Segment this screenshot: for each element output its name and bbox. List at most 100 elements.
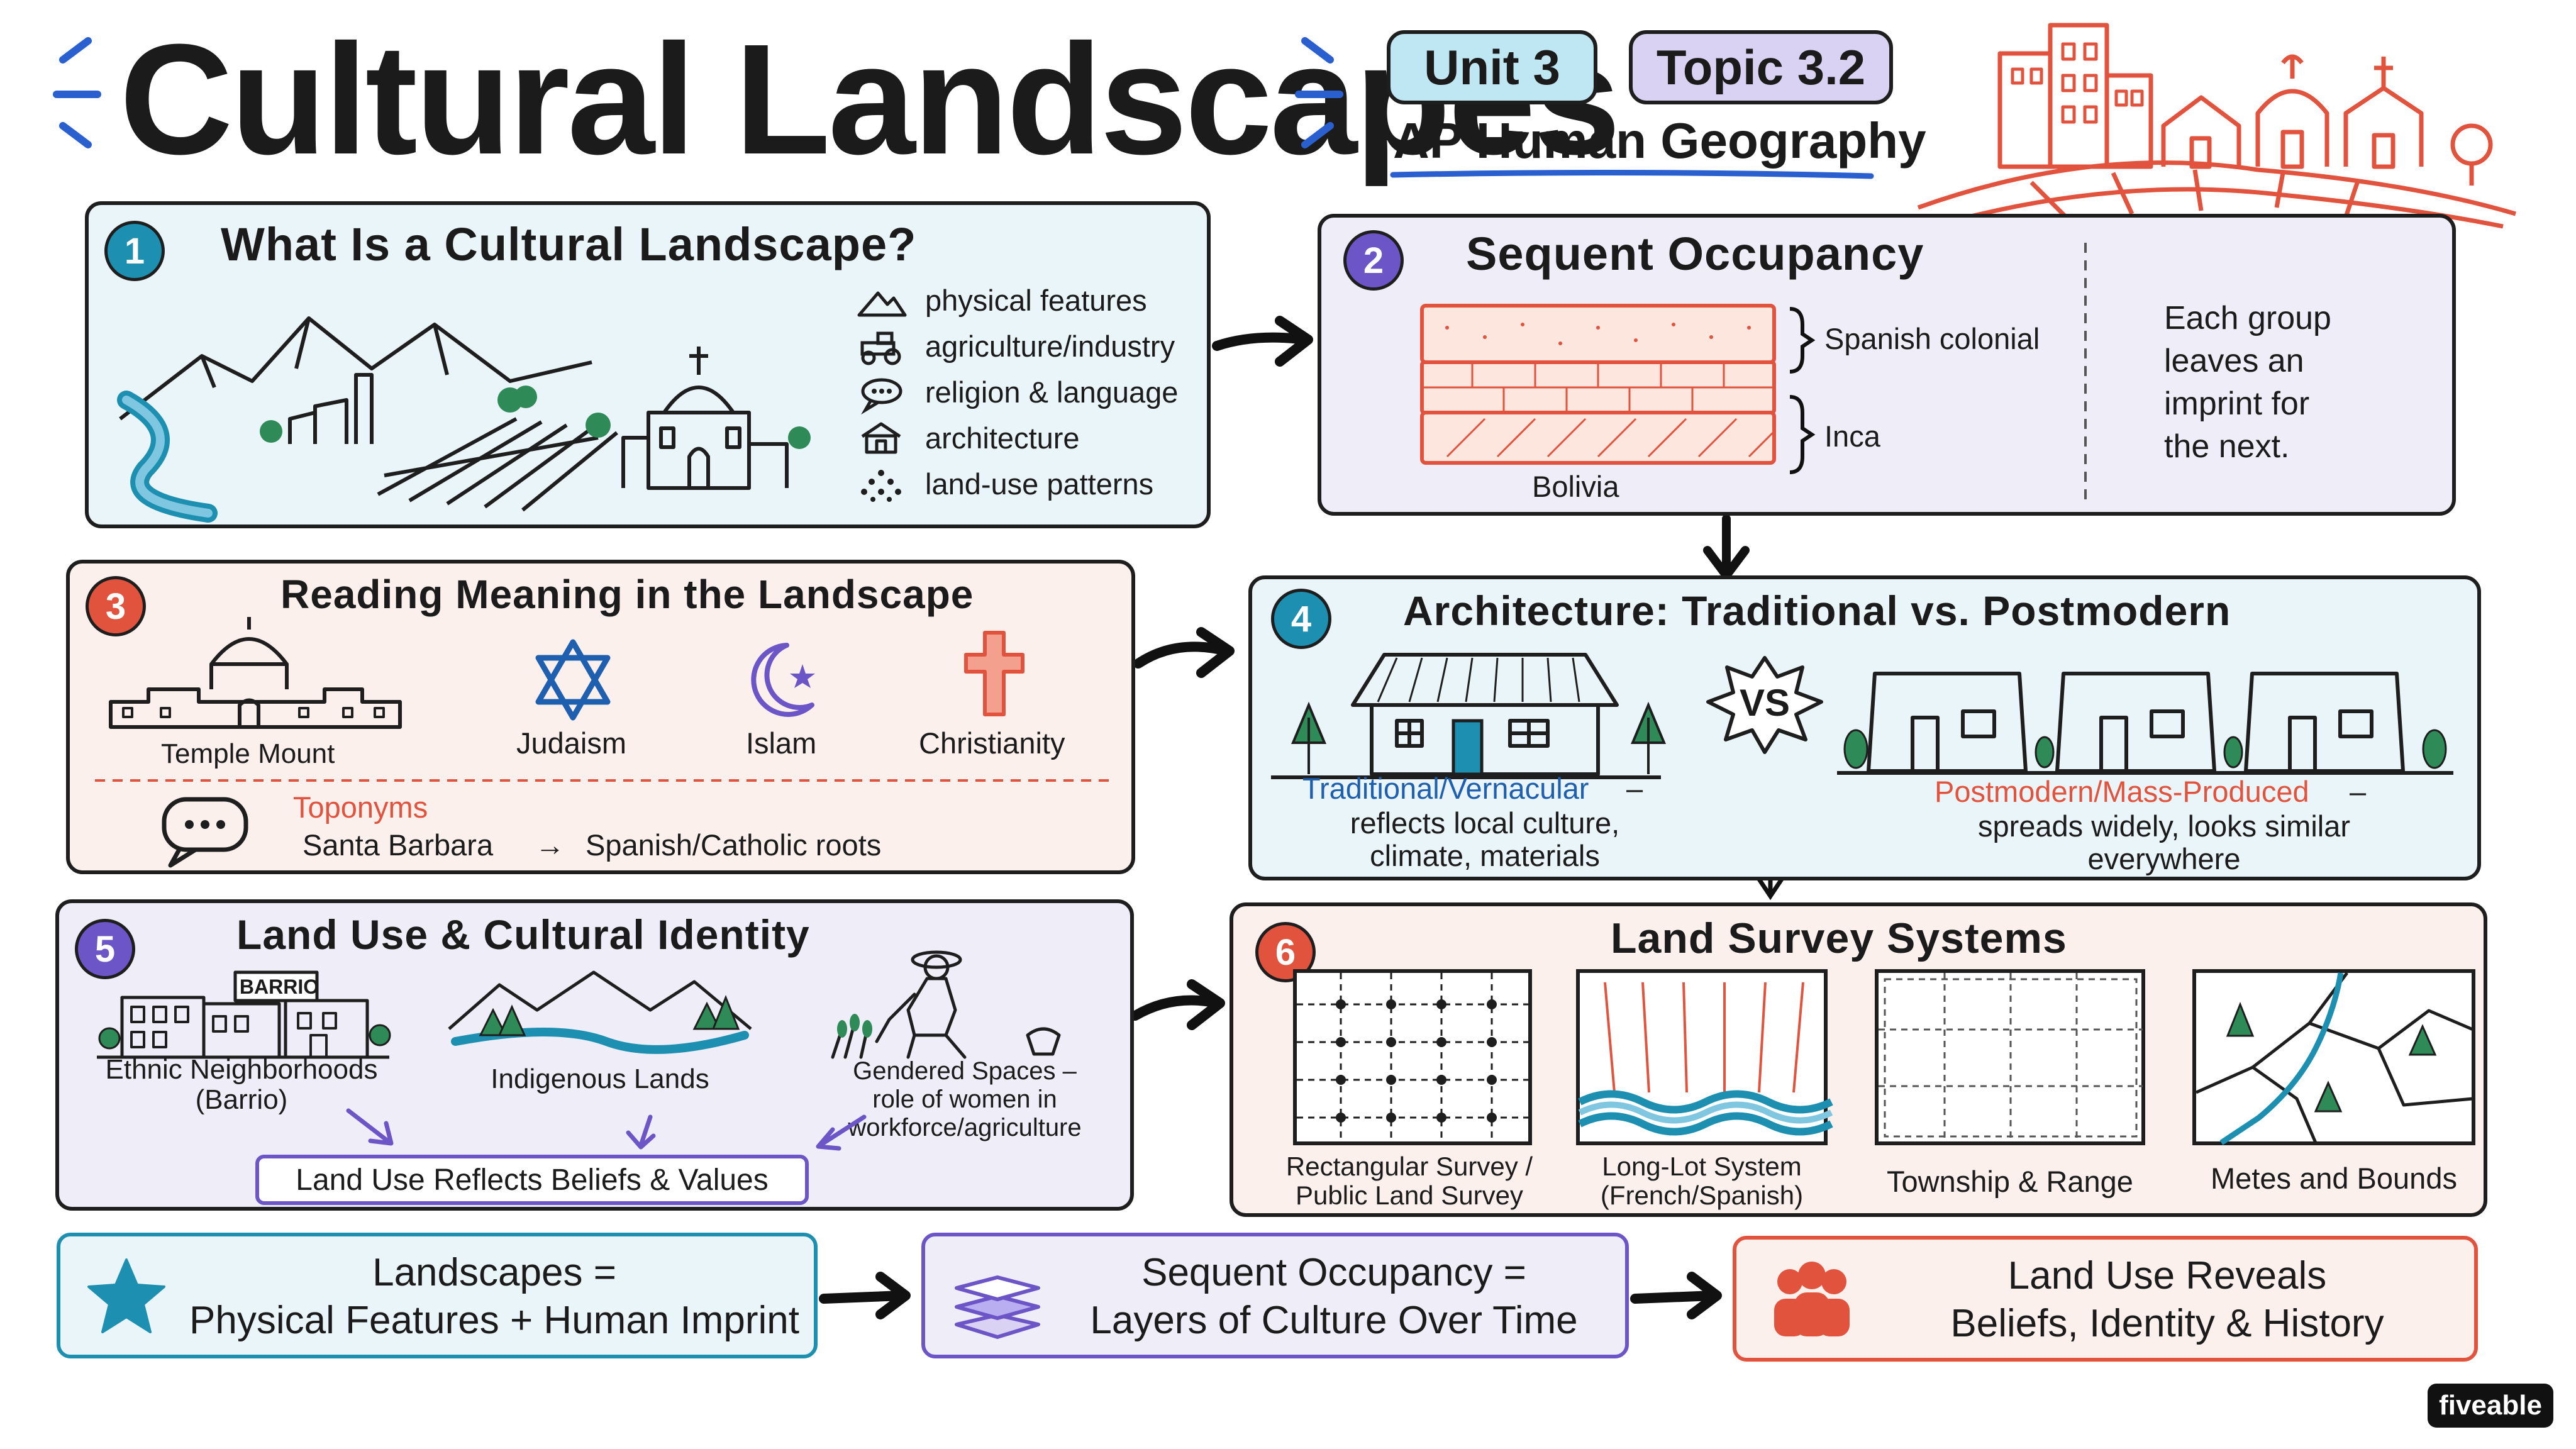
long-lot-diagram	[1576, 969, 1833, 1145]
unit-badge: Unit 3	[1387, 30, 1597, 104]
land-use-summary-box: Land Use Reflects Beliefs & Values	[255, 1155, 809, 1205]
bracket-bottom	[1789, 395, 1816, 474]
panel-5-title: Land Use & Cultural Identity	[236, 911, 810, 958]
page-title: Cultural Landscapes	[119, 11, 1621, 187]
panel-2-title: Sequent Occupancy	[1466, 228, 1924, 280]
layer-label-inca: Inca	[1824, 419, 1880, 453]
arrow-5-to-6	[1130, 979, 1225, 1030]
list-item-label: religion & language	[925, 375, 1179, 409]
indigenous-label: Indigenous Lands	[491, 1063, 709, 1094]
survey-label-rectangular: Public Land Survey	[1296, 1180, 1523, 1210]
survey-label-township-range: Township & Range	[1887, 1165, 2133, 1198]
ethnic-label: (Barrio)	[195, 1084, 288, 1115]
divider-dashed	[2084, 243, 2087, 507]
religion-label-christianity: Christianity	[919, 726, 1065, 760]
tractor-icon	[860, 331, 901, 365]
title-spark-right-icon	[1295, 37, 1343, 148]
survey-label-long-lot: Long-Lot System	[1602, 1152, 1802, 1181]
ethnic-label: Ethnic Neighborhoods	[105, 1054, 378, 1085]
traditional-desc: reflects local culture,	[1350, 806, 1620, 840]
traditional-house-illustration	[1271, 653, 1666, 779]
summary-land-use-line2: Beliefs, Identity & History	[1950, 1302, 2384, 1345]
list-item: land-use patterns	[856, 464, 1208, 508]
panel-number-4: 4	[1271, 589, 1331, 649]
location-label: Bolivia	[1532, 470, 1619, 503]
convergence-arrows	[346, 1108, 867, 1151]
township-range-diagram	[1875, 969, 2145, 1145]
cross-icon	[964, 631, 1024, 716]
arrow-3-to-4	[1133, 627, 1235, 678]
long-lot-strips	[1578, 982, 1833, 1136]
postmodern-label: Postmodern/Mass-Produced	[1935, 775, 2309, 808]
panel-number-1: 1	[104, 221, 165, 281]
metes-and-bounds-diagram	[2192, 969, 2475, 1145]
panel-number-3: 3	[86, 576, 146, 636]
postmodern-houses-illustration	[1837, 672, 2453, 775]
panel-number-5: 5	[75, 919, 135, 979]
summary-sequent-occupancy-box: Sequent Occupancy = Layers of Culture Ov…	[921, 1233, 1629, 1358]
panel-what-is-cultural-landscape: 1 What Is a Cultural Landscape? physical…	[85, 201, 1211, 528]
barrio-sign: BARRIO	[239, 975, 319, 998]
township-grid	[1879, 973, 2143, 1143]
note-line: leaves an	[2164, 343, 2304, 379]
speech-bubble-icon	[861, 378, 902, 415]
list-item: architecture	[856, 418, 1208, 462]
star-icon	[87, 1258, 165, 1333]
list-item-label: land-use patterns	[925, 467, 1154, 501]
religion-label-judaism: Judaism	[516, 726, 627, 760]
traditional-dash: –	[1626, 772, 1643, 805]
traditional-desc: climate, materials	[1370, 839, 1600, 872]
summary-landscapes-box: Landscapes = Physical Features + Human I…	[57, 1233, 818, 1358]
postmodern-desc: spreads widely, looks similar	[1977, 809, 2351, 843]
list-item: religion & language	[856, 372, 1208, 416]
gendered-label: Gendered Spaces –	[853, 1057, 1077, 1085]
farmer-woman-illustration	[831, 950, 1061, 1059]
course-name: AP Human Geography	[1393, 113, 1926, 169]
panel-reading-meaning: 3 Reading Meaning in the Landscape Templ…	[66, 560, 1135, 874]
list-item-label: architecture	[925, 421, 1080, 455]
panel-3-title: Reading Meaning in the Landscape	[280, 572, 974, 617]
summary-sequent-line2: Layers of Culture Over Time	[1090, 1299, 1578, 1342]
gendered-label: role of women in	[872, 1085, 1057, 1113]
vs-burst-icon	[1706, 656, 1823, 754]
list-item-label: physical features	[925, 284, 1147, 317]
panel-land-survey-systems: 6 Land Survey Systems Rectangular Survey…	[1230, 902, 2487, 1217]
star-of-david-icon	[535, 639, 611, 721]
metes-bounds-map	[2195, 972, 2473, 1145]
toponym-roots: Spanish/Catholic roots	[586, 828, 882, 862]
summary-land-use-line1: Land Use Reveals	[2007, 1254, 2327, 1297]
list-item: physical features	[856, 280, 1208, 325]
survey-label-metes-bounds: Metes and Bounds	[2211, 1162, 2457, 1195]
vs-label: VS	[1739, 682, 1790, 724]
temple-mount-illustration	[109, 617, 402, 729]
crescent-star-icon	[751, 643, 815, 717]
landscape-illustration	[117, 316, 811, 523]
summary-landscapes-line1: Landscapes =	[372, 1251, 616, 1294]
panel-sequent-occupancy: 2 Sequent Occupancy Spanish colonial Inc…	[1318, 214, 2456, 516]
layered-rock-illustration	[1420, 304, 1776, 465]
traditional-label: Traditional/Vernacular	[1302, 772, 1589, 805]
temple-mount-label: Temple Mount	[161, 738, 335, 769]
summary-sequent-line1: Sequent Occupancy =	[1141, 1251, 1526, 1294]
panel-1-title: What Is a Cultural Landscape?	[221, 218, 917, 270]
barrio-buildings-illustration	[97, 970, 391, 1059]
mountain-icon	[857, 291, 907, 317]
arrow-2-to-4	[1703, 514, 1750, 580]
panel-number-2: 2	[1343, 230, 1404, 291]
dots-icon	[861, 470, 901, 502]
divider-dashed	[95, 779, 1114, 782]
toponym-place: Santa Barbara	[303, 828, 494, 862]
religion-label-islam: Islam	[746, 726, 817, 760]
panel-4-title: Architecture: Traditional vs. Postmodern	[1403, 587, 2231, 634]
list-item-label: agriculture/industry	[925, 330, 1175, 363]
survey-label-long-lot: (French/Spanish)	[1600, 1180, 1804, 1210]
note-line: the next.	[2164, 428, 2290, 465]
toponyms-label: Toponyms	[293, 791, 428, 824]
panel-number-6: 6	[1255, 922, 1316, 982]
bracket-top	[1789, 307, 1816, 374]
list-item: agriculture/industry	[856, 326, 1208, 370]
chat-bubble-icon	[162, 797, 248, 868]
summary-landscapes-line2: Physical Features + Human Imprint	[189, 1299, 799, 1342]
arrow-bottom-2-to-3	[1630, 1272, 1722, 1319]
house-icon	[861, 422, 901, 454]
